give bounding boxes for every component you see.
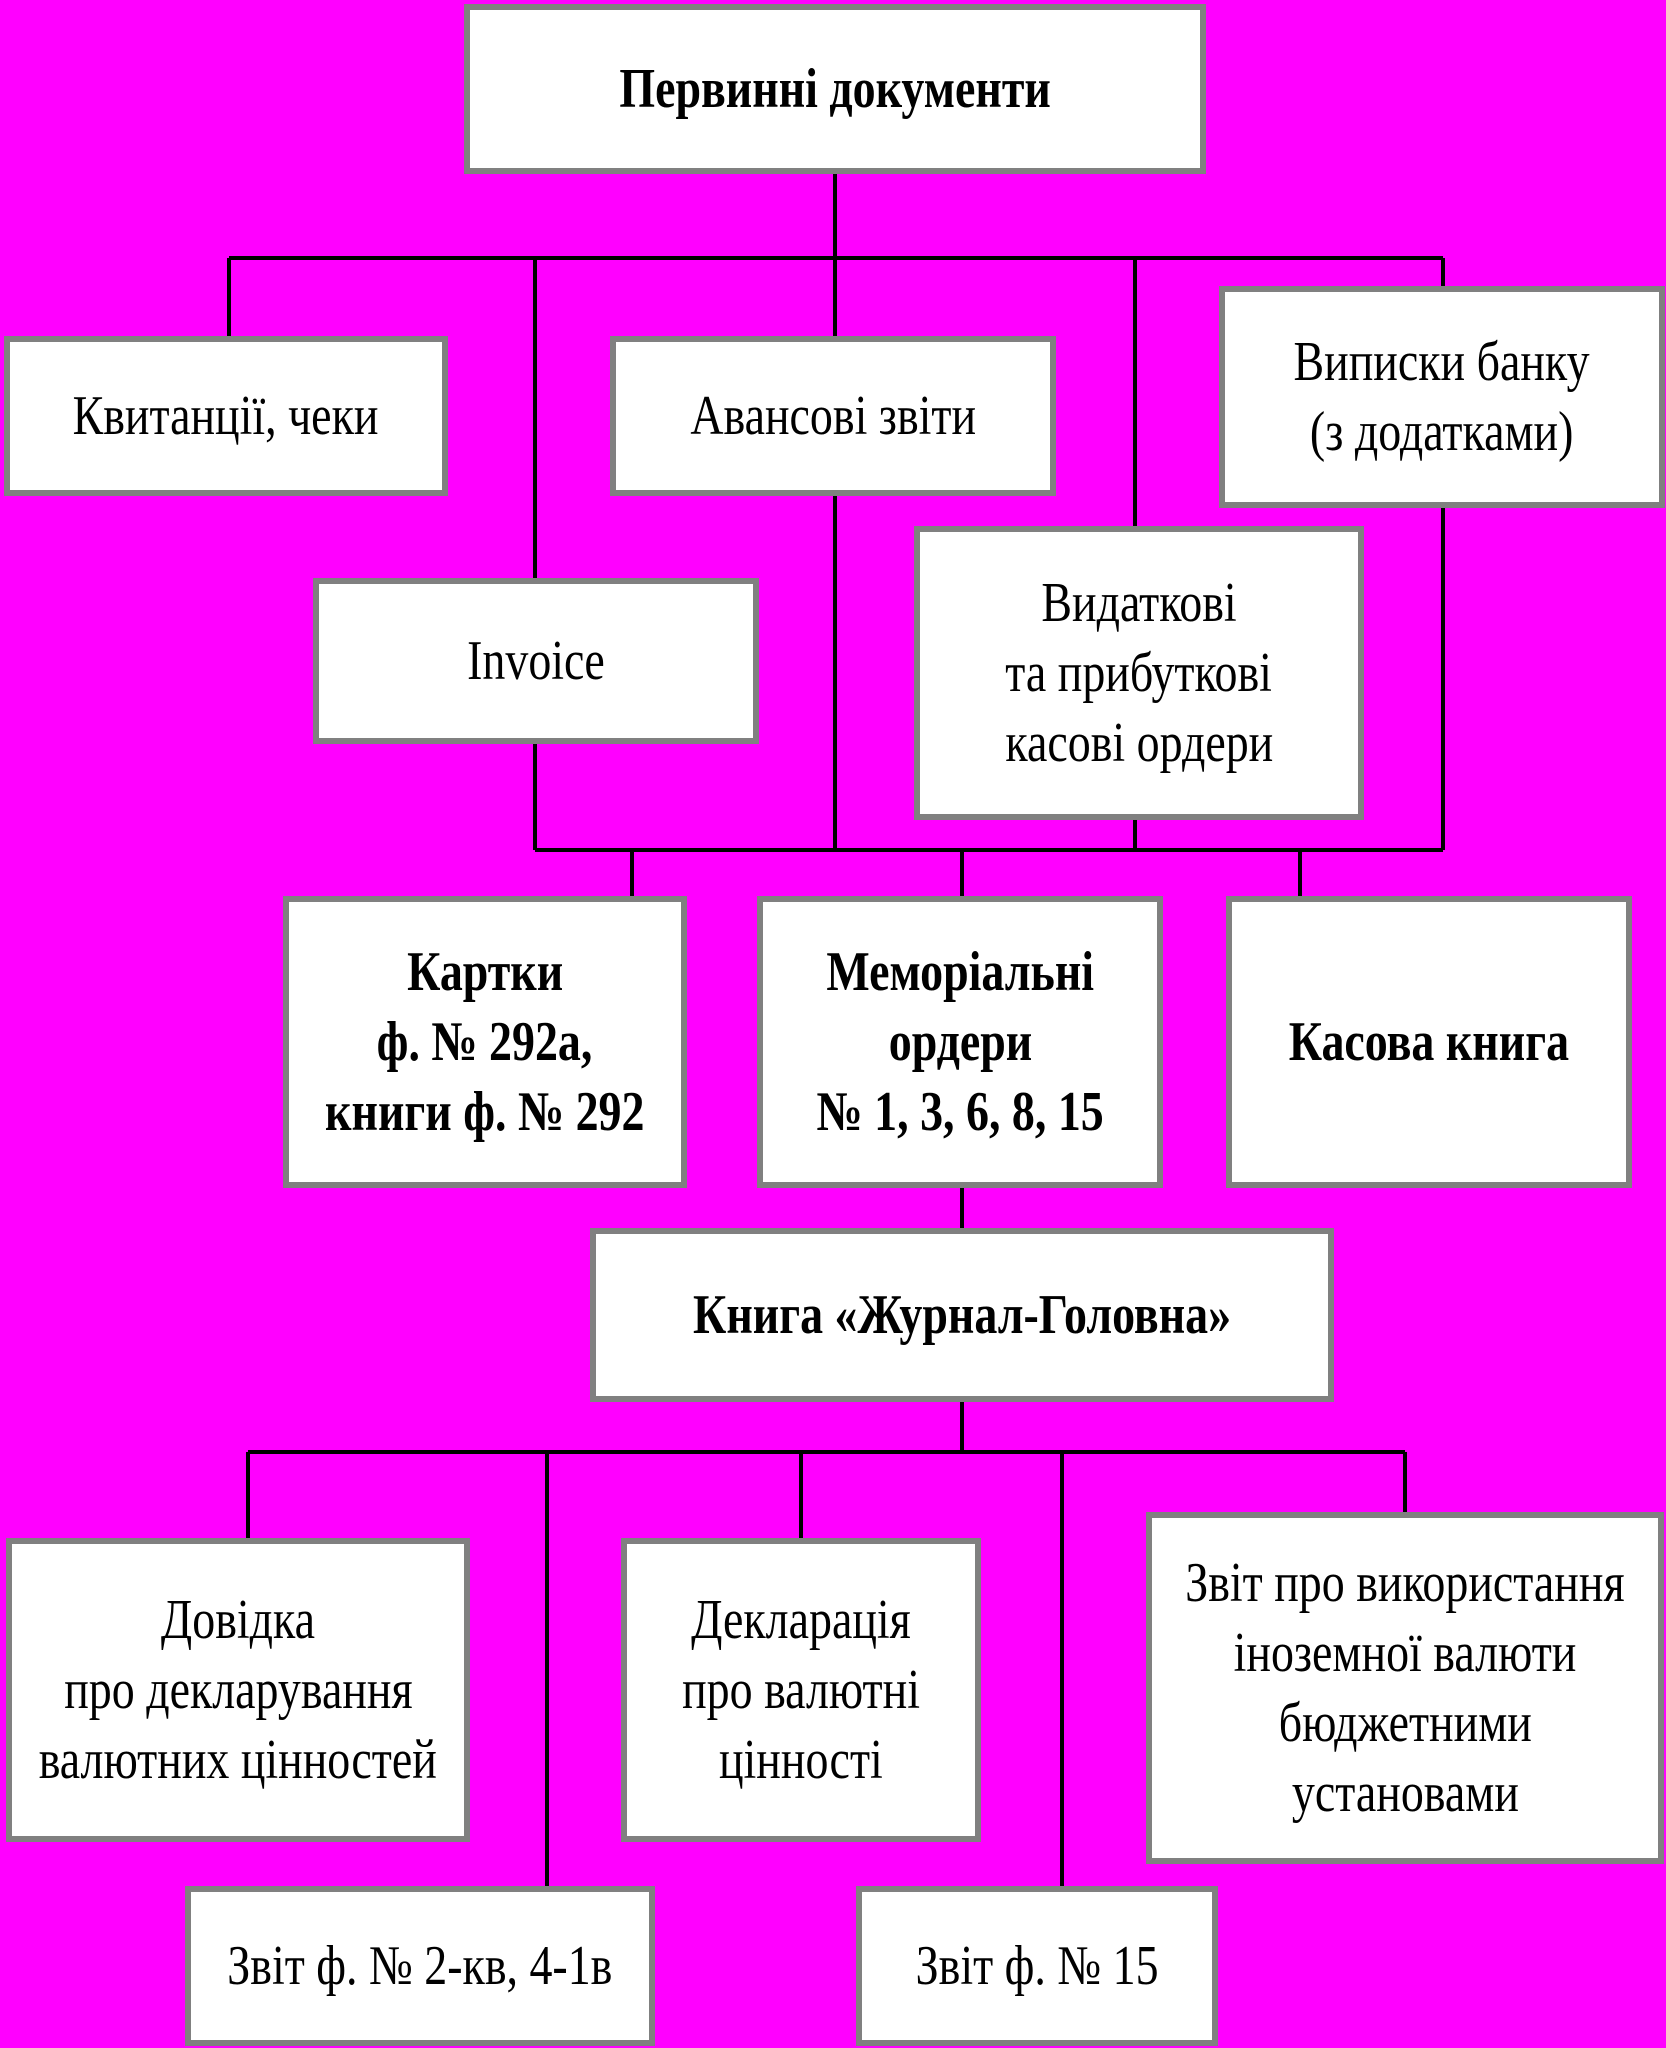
cash-orders-box: Видаткові та прибуткові касові ордери <box>914 526 1364 820</box>
cards-box: Картки ф. № 292а, книги ф. № 292 <box>283 896 687 1188</box>
box-line: Первинні документи <box>619 58 1051 120</box>
box-line: Касова книга <box>1288 1011 1570 1073</box>
journal-main-box: Книга «Журнал-Головна» <box>590 1228 1334 1402</box>
box-line: про валютні <box>682 1659 920 1721</box>
declaration-certificate-box: Довідка про декларування валютних ціннос… <box>6 1538 470 1842</box>
box-line: книги ф. № 292 <box>325 1081 645 1143</box>
box-line: про декларування <box>63 1659 413 1721</box>
report-2kv-box: Звіт ф. № 2-кв, 4-1в <box>185 1886 655 2046</box>
box-line: та прибуткові <box>1005 642 1273 704</box>
box-line: № 1, 3, 6, 8, 15 <box>816 1081 1104 1143</box>
invoice-box: Invoice <box>313 578 759 744</box>
box-line: валютних цінностей <box>38 1729 438 1791</box>
box-line: Книга «Журнал-Головна» <box>692 1284 1232 1346</box>
box-line: цінності <box>719 1729 883 1791</box>
box-line: Звіт ф. № 2-кв, 4-1в <box>227 1935 613 1997</box>
primary-documents-box: Первинні документи <box>464 4 1206 174</box>
box-line: Довідка <box>160 1589 316 1651</box>
box-line: Меморіальні <box>826 941 1094 1003</box>
box-line: Видаткові <box>1041 572 1237 634</box>
currency-usage-report-box: Звіт про використання іноземної валюти б… <box>1146 1512 1664 1864</box>
box-line: установами <box>1291 1762 1519 1824</box>
box-line: ф. № 292а, <box>377 1011 593 1073</box>
box-line: Декларація <box>691 1589 911 1651</box>
box-line: Авансові звіти <box>690 385 976 447</box>
box-line: (з додатками) <box>1310 401 1574 463</box>
declaration-box: Декларація про валютні цінності <box>621 1538 981 1842</box>
box-line: Invoice <box>467 630 605 692</box>
box-line: Виписки банку <box>1293 331 1591 393</box>
report-15-box: Звіт ф. № 15 <box>856 1886 1218 2046</box>
box-line: Квитанції, чеки <box>73 385 379 447</box>
box-line: касові ордери <box>1005 712 1273 774</box>
memorial-orders-box: Меморіальні ордери № 1, 3, 6, 8, 15 <box>757 896 1163 1188</box>
box-line: іноземної валюти <box>1233 1622 1577 1684</box>
advance-reports-box: Авансові звіти <box>610 336 1056 496</box>
box-line: Картки <box>406 941 564 1003</box>
cash-book-box: Касова книга <box>1226 896 1632 1188</box>
box-line: ордери <box>888 1011 1032 1073</box>
bank-statements-box: Виписки банку (з додатками) <box>1219 286 1665 508</box>
box-line: Звіт ф. № 15 <box>915 1935 1159 1997</box>
box-line: бюджетними <box>1278 1692 1532 1754</box>
receipts-box: Квитанції, чеки <box>4 336 448 496</box>
box-line: Звіт про використання <box>1185 1552 1625 1614</box>
